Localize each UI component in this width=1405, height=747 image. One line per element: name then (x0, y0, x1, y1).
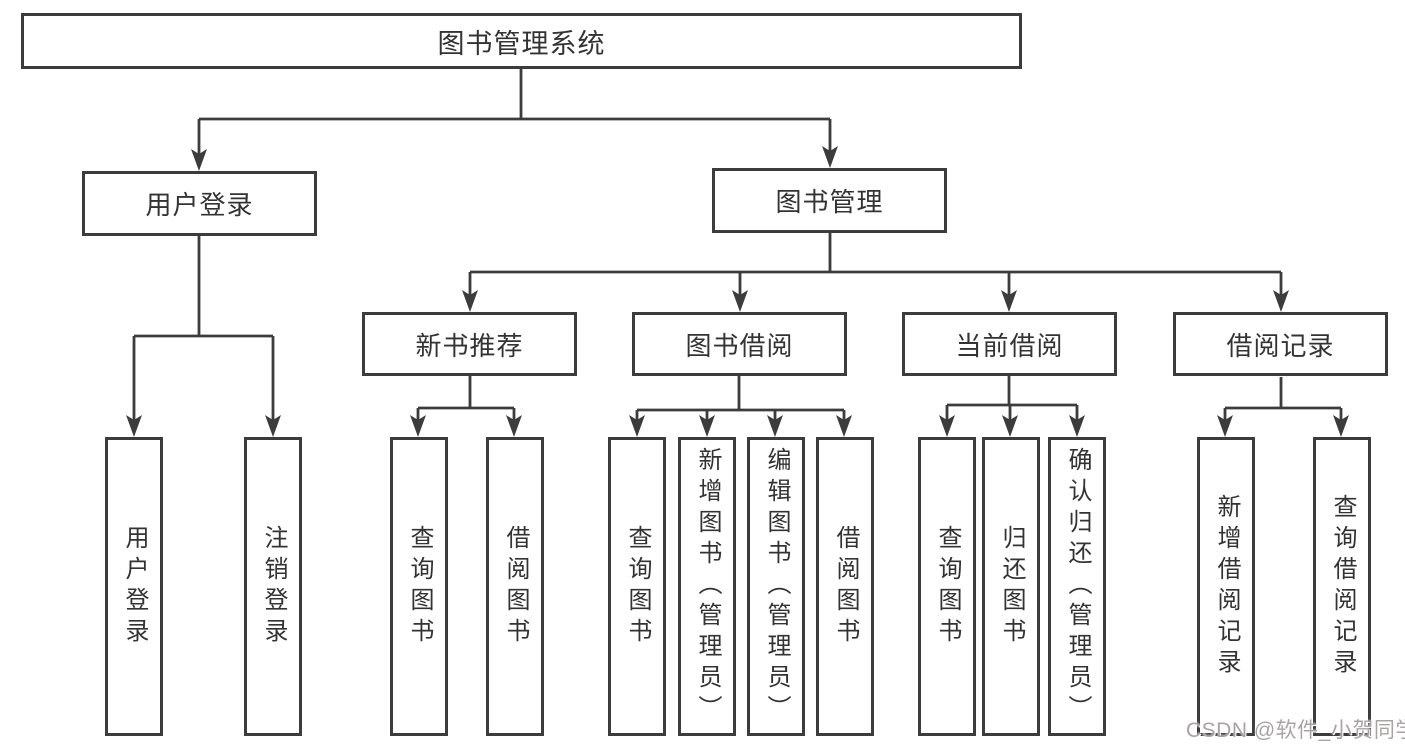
csdn-watermark: CSDN @软件_小贺同学 (1186, 719, 1405, 742)
leaf-query-borrow-record: 查询借阅记录 (1313, 437, 1371, 736)
leaf-query-books-borrow: 查询图书 (608, 437, 666, 736)
leaf-edit-book-admin: 编辑图书（管理员） (747, 437, 805, 736)
leaf-return-book: 归还图书 (982, 437, 1040, 736)
node-book-borrow: 图书借阅 (632, 312, 847, 376)
leaf-add-book-admin: 新增图书（管理员） (678, 437, 736, 736)
node-current-borrow: 当前借阅 (902, 312, 1117, 376)
leaf-borrow-books-recommend: 借阅图书 (486, 437, 544, 736)
leaf-logout: 注销登录 (244, 437, 302, 736)
leaf-borrow-books: 借阅图书 (816, 437, 874, 736)
leaf-query-books-recommend: 查询图书 (390, 437, 448, 736)
leaf-confirm-return-admin: 确认归还（管理员） (1048, 437, 1106, 736)
node-borrow-records: 借阅记录 (1173, 312, 1388, 376)
leaf-query-books-current: 查询图书 (918, 437, 976, 736)
leaf-user-login: 用户登录 (105, 437, 163, 736)
leaf-add-borrow-record: 新增借阅记录 (1197, 437, 1255, 736)
node-book-management: 图书管理 (712, 168, 947, 233)
node-root: 图书管理系统 (21, 13, 1022, 69)
node-user-login: 用户登录 (82, 171, 317, 236)
node-new-book-recommend: 新书推荐 (362, 312, 577, 376)
